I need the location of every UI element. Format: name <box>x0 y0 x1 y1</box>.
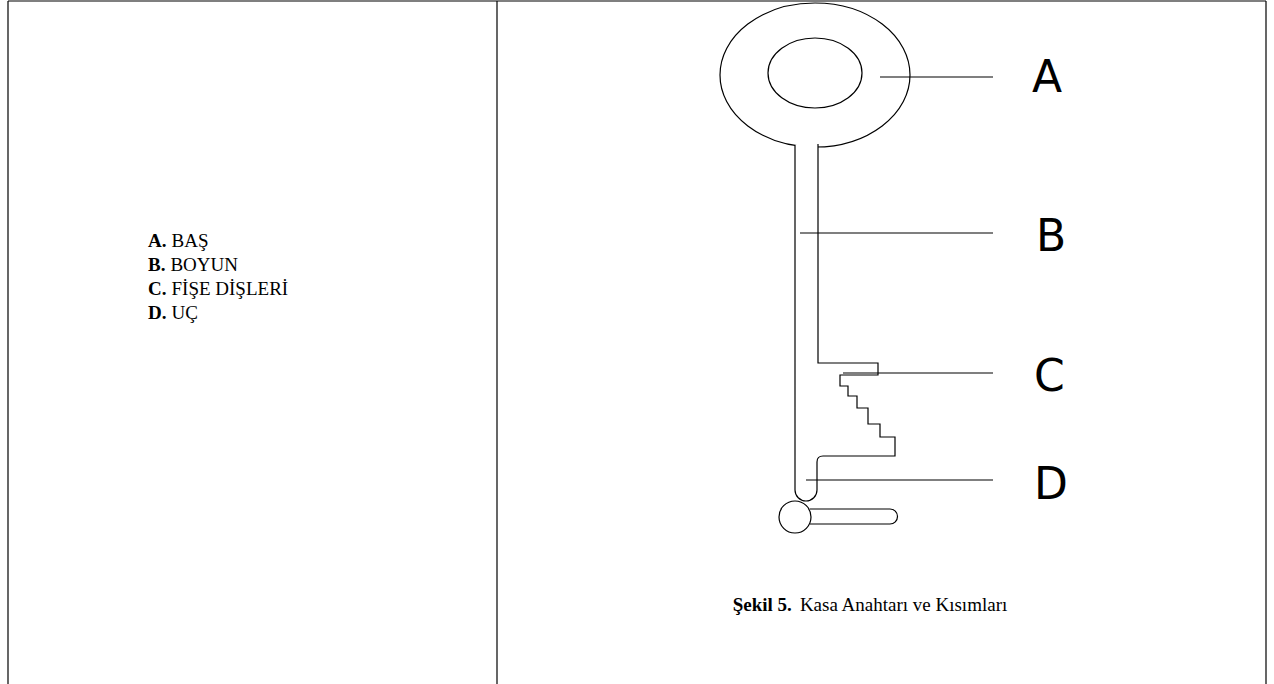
callout-letter: D <box>1034 462 1068 506</box>
part-list-item: D.UÇ <box>148 302 198 324</box>
key-shaft <box>795 144 895 501</box>
leader-line <box>880 76 993 77</box>
key-section <box>779 501 811 533</box>
part-list-item: C.FİŞE DİŞLERİ <box>148 278 288 300</box>
part-letter: B. <box>148 254 165 275</box>
key-head <box>720 3 910 147</box>
key-head-hole <box>768 38 862 108</box>
part-letter: C. <box>148 278 166 299</box>
key-section <box>810 509 898 524</box>
callout-letter: C <box>1034 354 1065 398</box>
part-list-item: A.BAŞ <box>148 230 208 252</box>
table-border <box>7 1 8 684</box>
table-border <box>1265 1 1266 684</box>
part-list-item: B.BOYUN <box>148 254 238 276</box>
caption-text: Kasa Anahtarı ve Kısımları <box>800 594 1007 615</box>
leader-line <box>806 479 993 480</box>
callout-letter: A <box>1032 55 1062 99</box>
part-name: BAŞ <box>171 230 208 251</box>
table-border <box>496 1 497 684</box>
part-letter: D. <box>148 302 166 323</box>
part-name: UÇ <box>171 302 197 323</box>
figure-caption: Şekil 5. Kasa Anahtarı ve Kısımları <box>733 594 1007 616</box>
figure-number: Şekil 5. <box>733 594 792 615</box>
part-name: FİŞE DİŞLERİ <box>171 278 288 299</box>
callout-letter: B <box>1036 214 1066 258</box>
table-border <box>8 0 1266 1</box>
part-name: BOYUN <box>170 254 238 275</box>
leader-line <box>843 372 993 373</box>
part-letter: A. <box>148 230 166 251</box>
leader-line <box>800 232 993 233</box>
